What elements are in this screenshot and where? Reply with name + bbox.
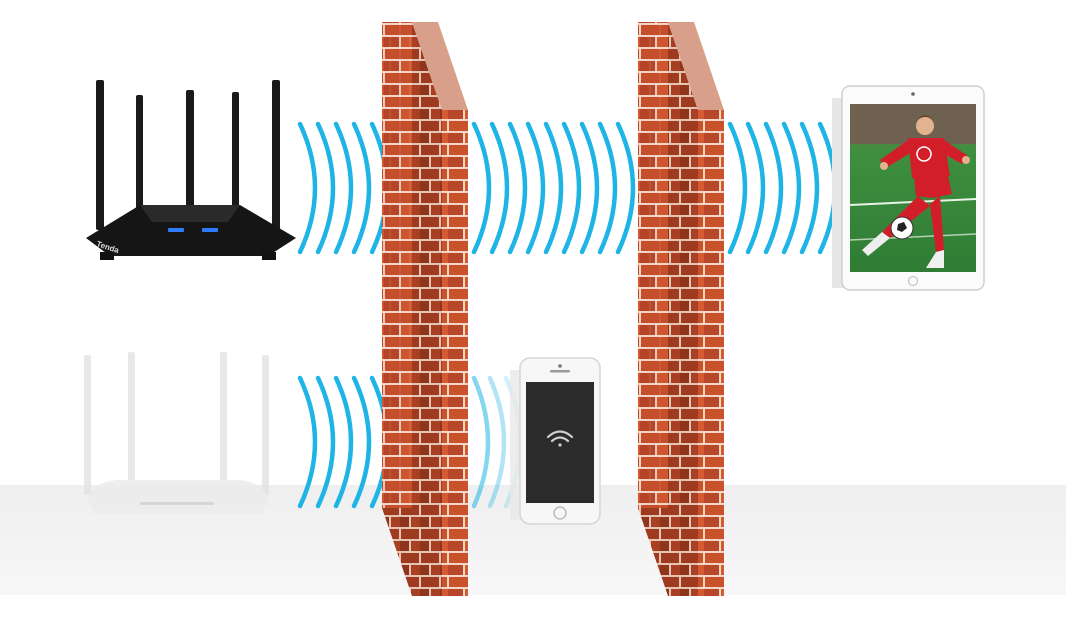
signal-top-2-arc [597, 121, 618, 255]
signal-bottom-1-arc [297, 375, 318, 509]
signal-top-3-arc [799, 121, 820, 255]
signal-bottom-2-arc [487, 375, 507, 509]
signal-top-2-arc [561, 121, 582, 255]
tablet-icon [832, 85, 985, 291]
smartphone-icon [510, 357, 601, 525]
signal-top-1-arc [315, 121, 336, 255]
signal-bottom-1-arc [333, 375, 354, 509]
signal-top-2-arc [543, 121, 564, 255]
signal-waves [297, 121, 838, 509]
signal-top-2-arc [471, 121, 492, 255]
signal-top-3-arc [763, 121, 784, 255]
signal-top-2-arc [579, 121, 600, 255]
signal-top-1-arc [297, 121, 318, 255]
signal-top-1-arc [351, 121, 372, 255]
signal-top-2-arc [615, 121, 636, 255]
soccer-player-image [849, 104, 977, 272]
signal-top-3-arc [727, 121, 748, 255]
wifi-icon [546, 430, 574, 447]
brick-wall-right [638, 22, 724, 596]
wifi-router-icon: Tenda [86, 80, 296, 260]
signal-bottom-1-arc [315, 375, 336, 509]
signal-bottom-2-arc [471, 375, 491, 509]
signal-top-3-arc [745, 121, 766, 255]
signal-bottom-1-arc [351, 375, 372, 509]
signal-top-1-arc [333, 121, 354, 255]
signal-top-2-arc [525, 121, 546, 255]
signal-top-2-arc [507, 121, 528, 255]
brick-wall-left [382, 22, 468, 596]
signal-top-3-arc [781, 121, 802, 255]
white-router-icon [84, 352, 269, 514]
signal-top-2-arc [489, 121, 510, 255]
